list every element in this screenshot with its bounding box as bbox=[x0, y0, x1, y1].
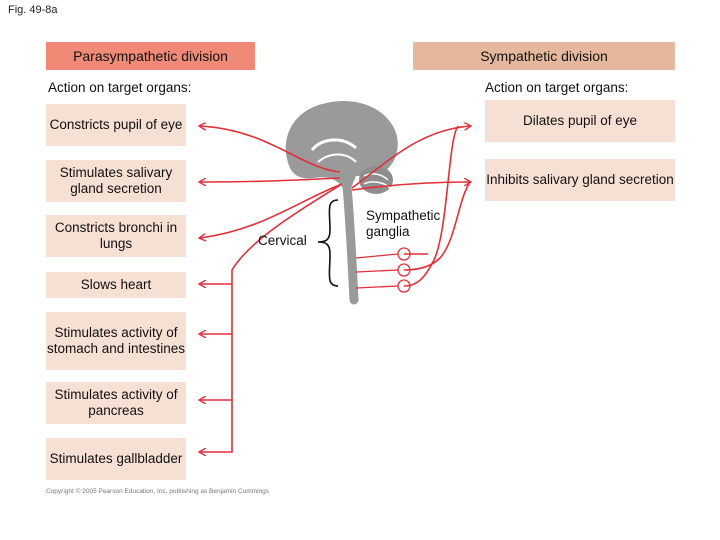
target-slows-heart: Slows heart bbox=[46, 272, 186, 298]
sympathetic-ganglia-label: Sympathetic ganglia bbox=[366, 208, 441, 239]
sympathetic-header: Sympathetic division bbox=[413, 42, 675, 70]
parasympathetic-nerves bbox=[200, 126, 343, 452]
target-stomach-intestines: Stimulates activity of stomach and intes… bbox=[46, 312, 186, 370]
figure-label: Fig. 49-8a bbox=[8, 4, 58, 16]
sympathetic-nerves bbox=[351, 126, 470, 287]
copyright-text: Copyright © 2005 Pearson Education, Inc.… bbox=[46, 488, 270, 495]
target-dilates-pupil: Dilates pupil of eye bbox=[485, 100, 675, 142]
target-stimulates-salivary: Stimulates salivary gland secretion bbox=[46, 160, 186, 202]
spinal-cord-icon bbox=[342, 181, 359, 305]
cerebellum-icon bbox=[359, 166, 393, 194]
target-constricts-pupil: Constricts pupil of eye bbox=[46, 104, 186, 146]
action-label-right: Action on target organs: bbox=[485, 80, 629, 95]
parasympathetic-header: Parasympathetic division bbox=[46, 42, 255, 70]
action-label-left: Action on target organs: bbox=[48, 80, 192, 95]
target-gallbladder: Stimulates gallbladder bbox=[46, 438, 186, 480]
target-inhibits-salivary: Inhibits salivary gland secretion bbox=[485, 159, 675, 201]
cervical-brace bbox=[317, 199, 339, 287]
cervical-label: Cervical bbox=[258, 233, 307, 248]
sympathetic-ganglia-icon bbox=[355, 247, 411, 293]
target-pancreas: Stimulates activity of pancreas bbox=[46, 382, 186, 424]
target-constricts-bronchi: Constricts bronchi in lungs bbox=[46, 215, 186, 257]
